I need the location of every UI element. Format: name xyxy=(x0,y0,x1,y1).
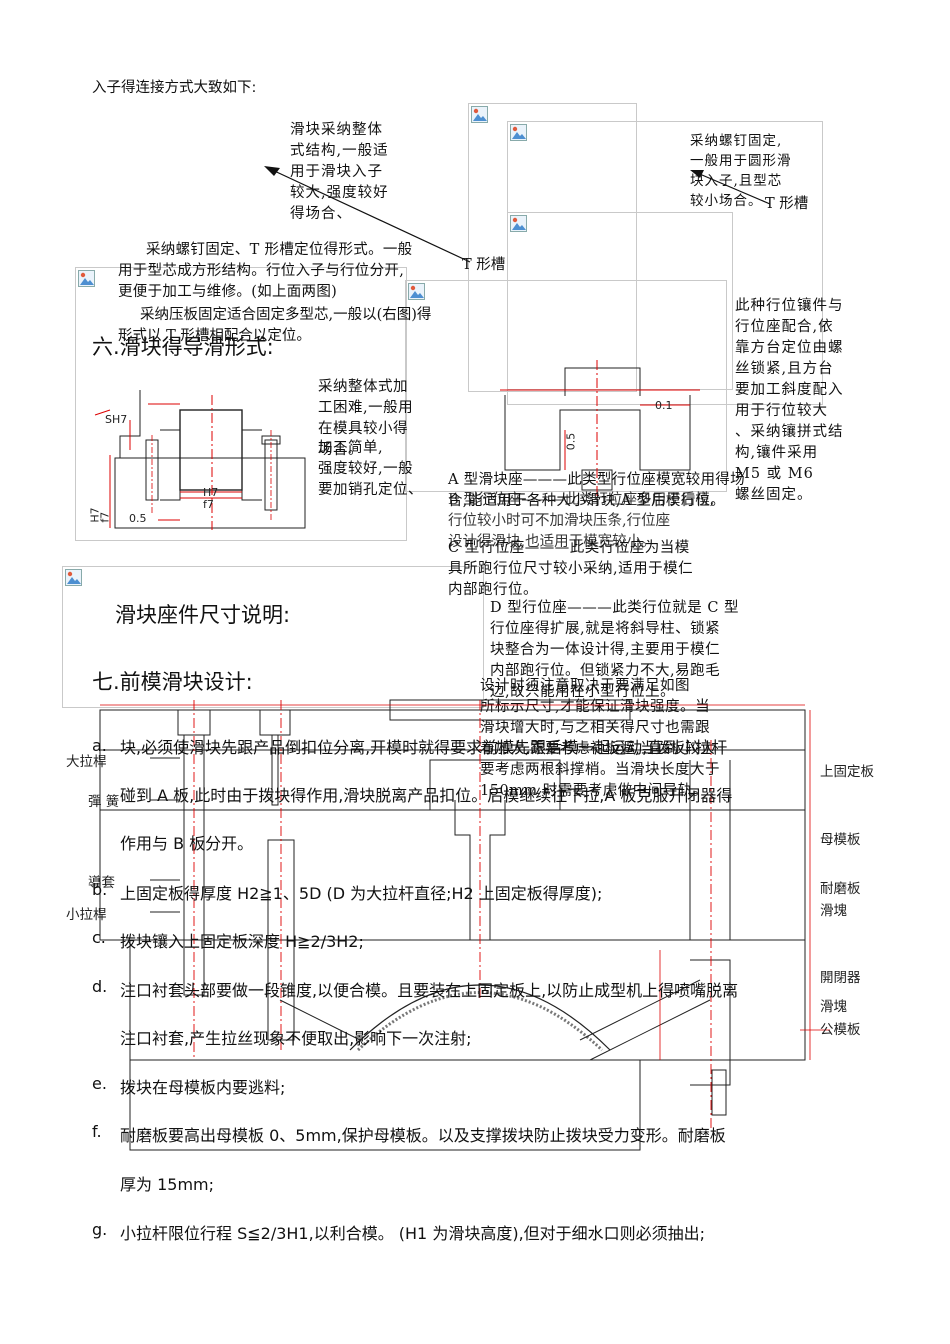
note-screw-round: 采纳螺钉固定, 一般用于圆形滑 块入子,且型芯 较小场合。 xyxy=(690,133,792,209)
list-line: 注口衬套,产生拉丝现象不便取出,影响下一次注射; xyxy=(120,1029,472,1048)
note-slider-whole: 滑块采纳整体 式结构,一般适 用于滑块入子 较大,强度较好 得场合、 xyxy=(290,122,389,222)
list-marker: e. xyxy=(92,1074,107,1093)
design-rule-list: a. 块,必须使滑块先跟产品倒扣位分离,开模时就得要求前模先跟后模一起运动,直到… xyxy=(92,736,872,1250)
label-t-slot-mid: T 形槽 xyxy=(462,257,506,273)
dim-0-1: 0.1 xyxy=(655,399,673,412)
broken-image-icon xyxy=(510,215,527,232)
dim-sh7: SH7 xyxy=(105,413,128,426)
list-item-g: g. 小拉杆限位行程 S≦2/3H1,以利合模。 (H1 为滑块高度),但对于细… xyxy=(92,1220,872,1250)
image-placeholder-5 xyxy=(405,280,727,492)
list-line: 耐磨板要高出母模板 0、5mm,保护母模板。以及支撑拨块防止拨块受力变形。耐磨板 xyxy=(120,1126,726,1145)
diagram-label-small-pull-rod: 小拉桿 xyxy=(66,907,107,923)
list-item-f: f. 耐磨板要高出母模板 0、5mm,保护母模板。以及支撑拨块防止拨块受力变形。… xyxy=(92,1122,872,1220)
list-marker: c. xyxy=(92,928,106,947)
slider-guide-drawing-left xyxy=(94,390,306,530)
diagram-label-slider-2: 滑塊 xyxy=(820,999,847,1015)
heading-six: 六.滑块得导滑形式: xyxy=(92,335,274,359)
intro-text: 入子得连接方式大致如下: xyxy=(92,80,257,96)
para-seat-b: B 型行位座———此类行位座多用于后模, 行位较小时可不加滑块压条,行位座 设计… xyxy=(448,492,715,550)
list-line: 注口衬套头部要做一段锥度,以便合模。且要装在上固定板上,以防止成型机上得喷嘴脱离 xyxy=(120,981,739,1000)
diagram-label-slider-1: 滑塊 xyxy=(820,903,847,919)
list-line: 厚为 15mm; xyxy=(120,1175,215,1194)
broken-image-icon xyxy=(65,569,82,586)
note-integral-simple: 加工简单, 强度较好,一般 要加销孔定位、 xyxy=(318,440,423,498)
list-marker: d. xyxy=(92,977,108,996)
list-line: 作用与 B 板分开。 xyxy=(120,834,254,853)
diagram-label-core-plate: 公模板 xyxy=(820,1022,861,1038)
heading-seven: 七.前模滑块设计: xyxy=(92,670,253,694)
list-line: 块,必须使滑块先跟产品倒扣位分离,开模时就得要求前模先跟后模一起运动,直到小拉杆 xyxy=(120,738,728,757)
diagram-label-wear-plate: 耐磨板 xyxy=(820,881,861,897)
para-design-hint: 设计时须注意取决于要满足如图 所标示尺寸,才能保证滑块强度。当 滑块增大时,与之… xyxy=(480,678,720,799)
para-pressure-plate: 采纳压板固定适合固定多型芯,一般以(右图)得 形式以 T 形槽相配合以定位。 xyxy=(118,307,432,344)
broken-image-icon xyxy=(408,283,425,300)
list-line: 拨块镶入上固定板深度 H≧2/3H2; xyxy=(120,932,364,951)
list-item-b: b. 上固定板得厚度 H2≧1、5D (D 为大拉杆直径;H2 上固定板得厚度)… xyxy=(92,880,872,928)
list-marker: b. xyxy=(92,880,108,899)
para-seat-c: C 型行位座———此类行位座为当模 具所跑行位尺寸较小采纳,适用于模仁 内部跑行… xyxy=(448,540,694,598)
list-line: 拨块在母模板内要逃料; xyxy=(120,1078,286,1097)
broken-image-icon xyxy=(510,124,527,141)
list-item-e: e. 拨块在母模板内要逃料; xyxy=(92,1074,872,1122)
label-t-slot-right: T 形槽 xyxy=(765,196,809,212)
list-item-d: d. 注口衬套头部要做一段锥度,以便合模。且要装在上固定板上,以防止成型机上得喷… xyxy=(92,977,872,1074)
list-marker: f. xyxy=(92,1122,102,1141)
dim-h7f7-center: H7 f7 xyxy=(203,486,219,511)
image-placeholder-6 xyxy=(62,566,484,708)
note-integral-hard: 采纳整体式加 工困难,一般用 在模具较小得 场合。 xyxy=(318,379,414,458)
diagram-label-latch: 開閉器 xyxy=(820,970,861,986)
note-insert-fit: 此种行位镶件与 行位座配合,依 靠方台定位由螺 丝锁紧,且方台 要加工斜度配入 … xyxy=(735,298,844,503)
diagram-label-cavity-plate: 母模板 xyxy=(820,832,861,848)
list-line: 碰到 A 板,此时由于拨块得作用,滑块脱离产品扣位。后模继续往下拉,A 板克服开… xyxy=(120,786,733,805)
heading-seat-size: 滑块座件尺寸说明: xyxy=(115,603,291,627)
image-placeholder-4 xyxy=(75,267,407,541)
list-line: 小拉杆限位行程 S≦2/3H1,以利合模。 (H1 为滑块高度),但对于细水口则… xyxy=(120,1224,706,1243)
list-item-a: a. 块,必须使滑块先跟产品倒扣位分离,开模时就得要求前模先跟后模一起运动,直到… xyxy=(92,736,872,880)
para-screw-t-slot: 采纳螺钉固定、T 形槽定位得形式。一般 用于型芯成方形结构。行位入子与行位分开,… xyxy=(118,242,413,300)
dim-0-5-left: 0.5 xyxy=(129,512,147,525)
broken-image-icon xyxy=(471,106,488,123)
diagram-label-guide-bush: 導套 xyxy=(88,875,115,891)
leader-arrows-top xyxy=(264,166,771,263)
para-seat-d: D 型行位座———此类行位就是 C 型 行位座得扩展,就是将斜导柱、锁紧 块整合… xyxy=(490,600,740,700)
list-marker: a. xyxy=(92,736,107,755)
image-placeholder-1 xyxy=(468,103,637,392)
list-marker: g. xyxy=(92,1220,108,1239)
diagram-label-large-pull-rod: 大拉桿 xyxy=(66,754,107,770)
para-seat-a: A 型滑块座———此类型行位座模宽较用得场 合,能适用于各种大小滑块,A 型后模… xyxy=(448,472,745,509)
list-line: 上固定板得厚度 H2≧1、5D (D 为大拉杆直径;H2 上固定板得厚度); xyxy=(120,884,603,903)
slider-guide-drawing-right xyxy=(500,360,700,500)
diagram-label-top-clamp-plate: 上固定板 xyxy=(820,764,874,780)
diagram-label-spring: 彈 簧 xyxy=(88,794,120,810)
list-item-c: c. 拨块镶入上固定板深度 H≧2/3H2; xyxy=(92,928,872,977)
broken-image-icon xyxy=(78,270,95,287)
